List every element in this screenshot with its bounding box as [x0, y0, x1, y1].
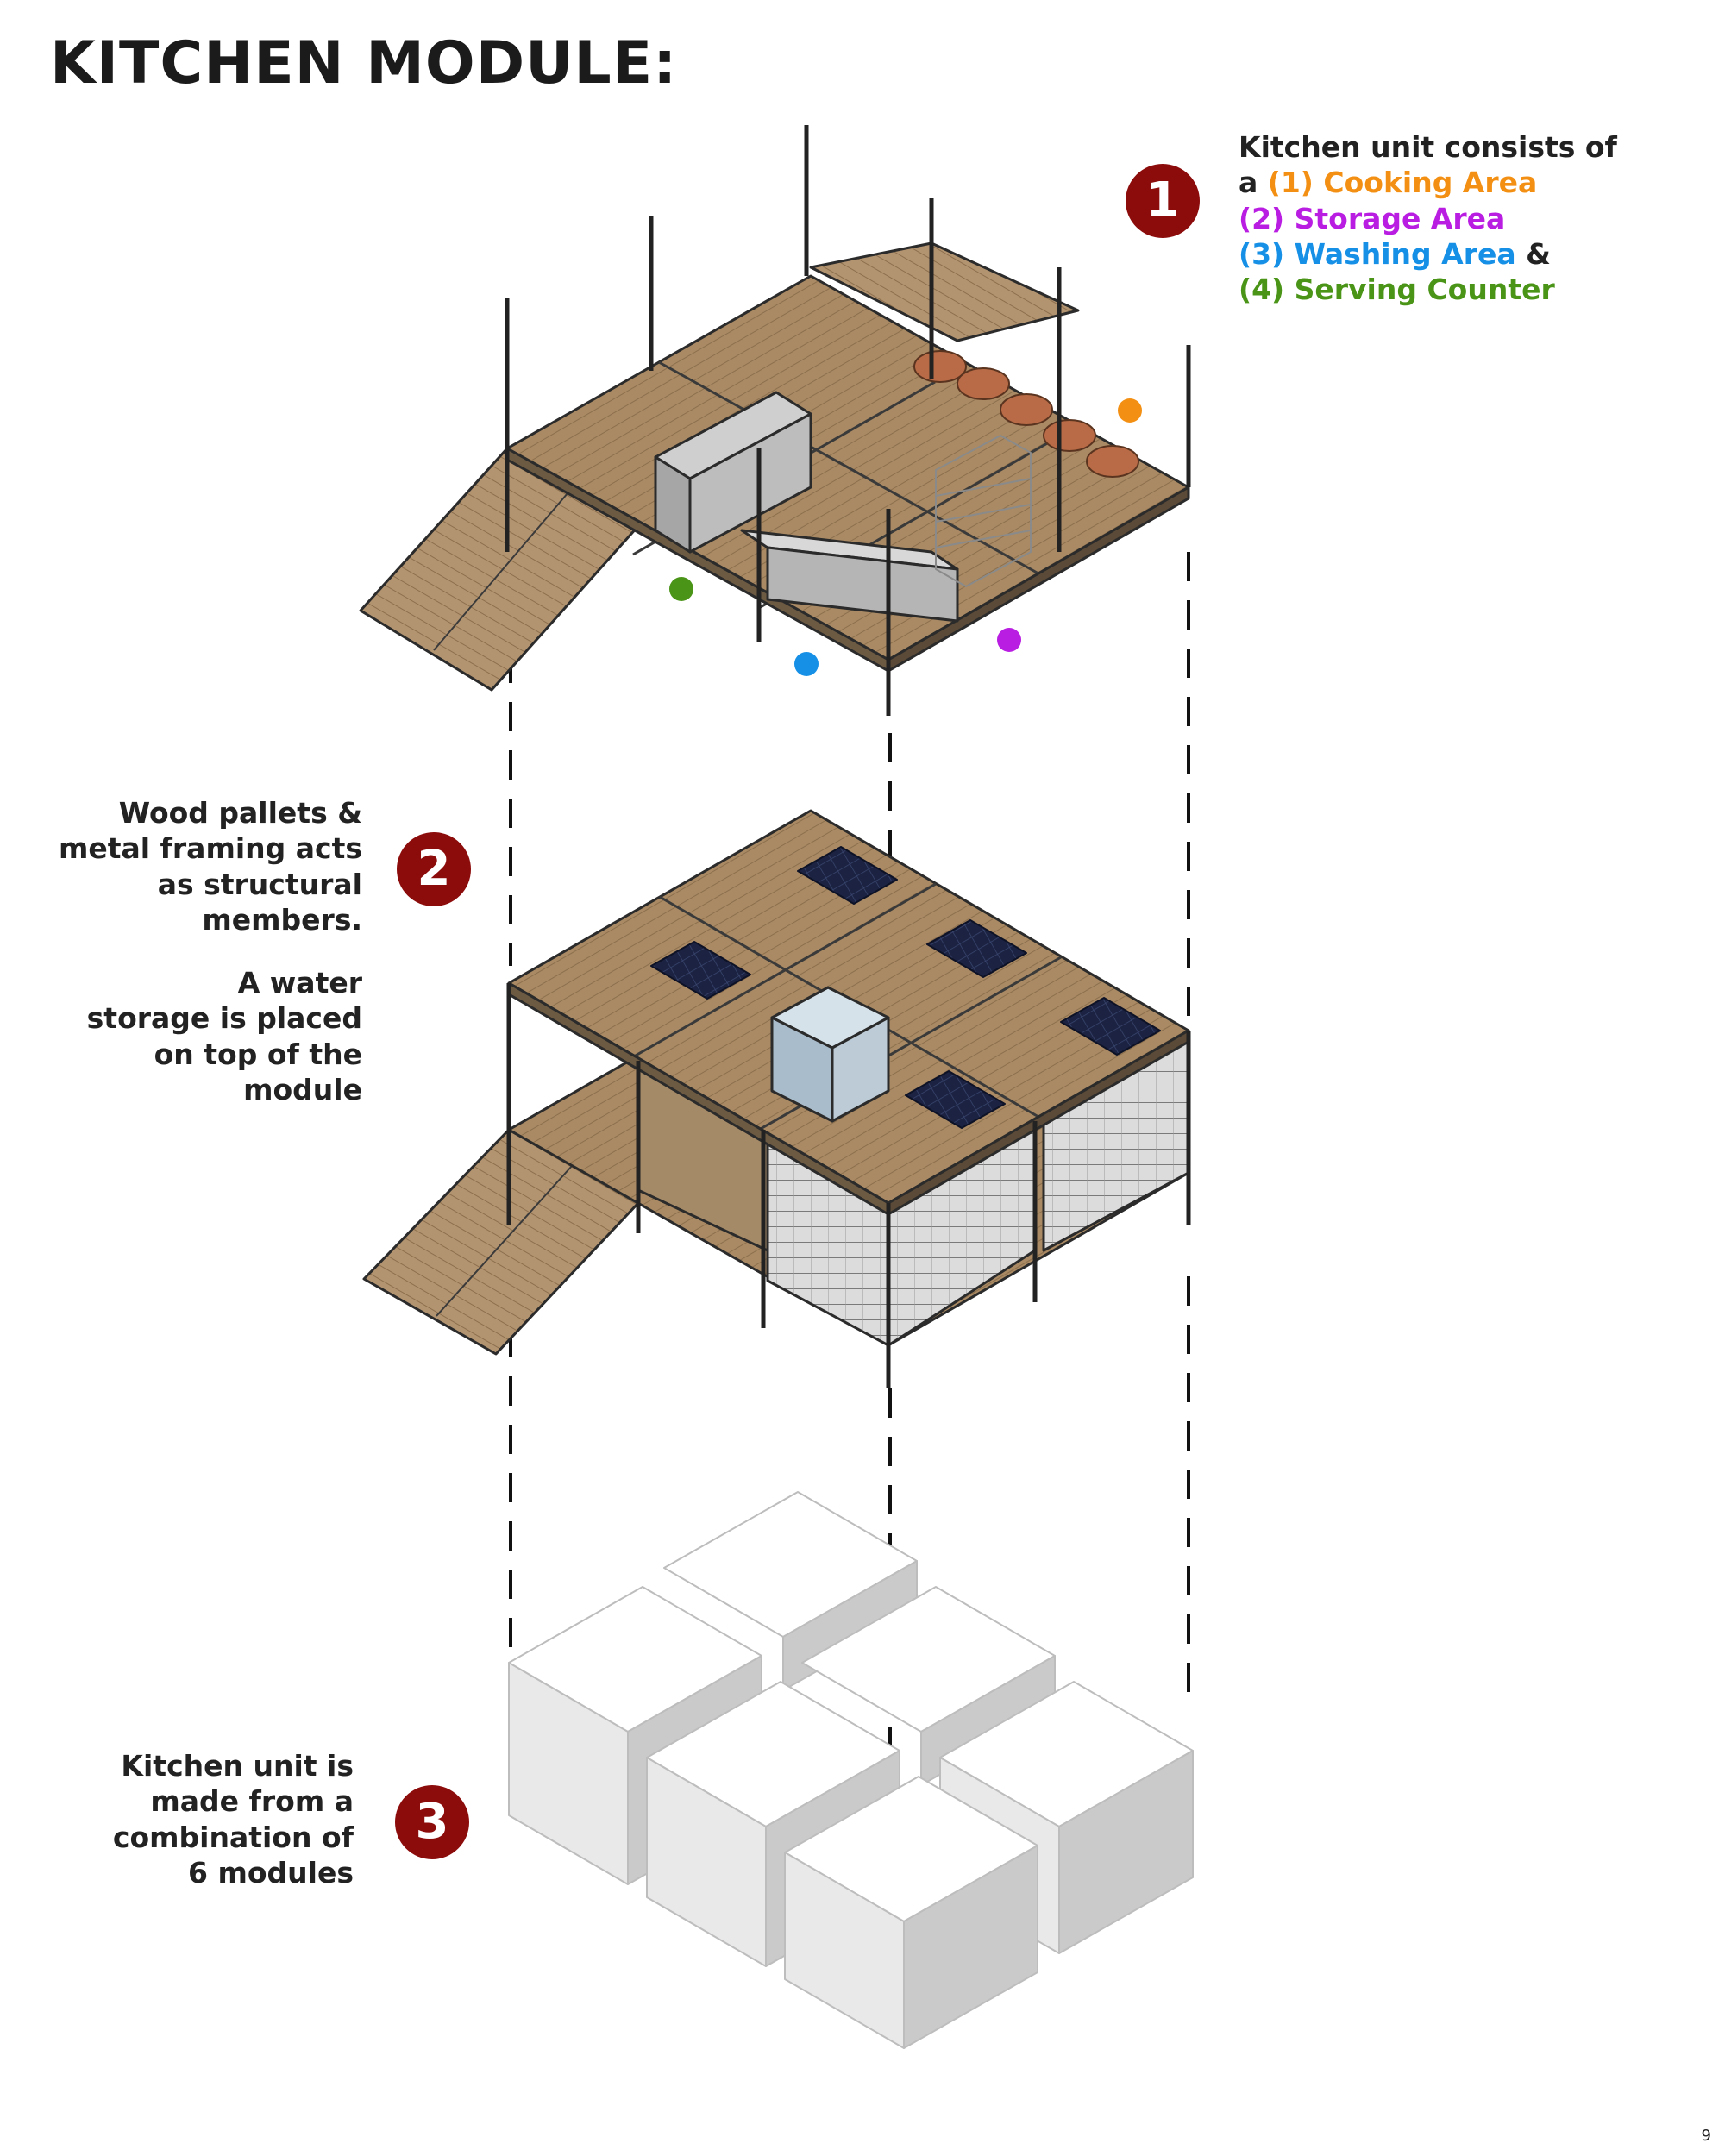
kitchen-unit-line: (4) Serving Counter	[1239, 272, 1617, 307]
modules-text-line: Kitchen unit is	[121, 1749, 354, 1783]
step-1-badge: 1	[1126, 164, 1200, 238]
modules-text-line: made from a	[150, 1784, 354, 1819]
modules-text-line: combination of	[112, 1820, 354, 1854]
step-2-badge: 2	[397, 832, 471, 906]
module-block	[646, 1681, 900, 1967]
washing-area-marker	[794, 652, 819, 676]
structure-text-line: on top of the	[154, 1037, 362, 1071]
structure-text-line: members.	[202, 902, 362, 937]
solar-panels	[650, 846, 1161, 1129]
structure-text-line: storage is placed	[86, 1001, 362, 1036]
storage-rack	[935, 435, 1032, 587]
kitchen-unit-line: (2) Storage Area	[1239, 201, 1617, 236]
cooking-stoves	[913, 350, 1139, 478]
six-module-blocks	[508, 1491, 1194, 2049]
kitchen-unit-text: &	[1515, 236, 1551, 271]
cooking-area-marker	[1118, 398, 1142, 423]
kitchen-unit-module	[359, 125, 1191, 716]
module-block	[784, 1776, 1038, 2049]
kitchen-unit-text: (4) Serving Counter	[1239, 273, 1555, 306]
kitchen-unit-text: (2) Storage Area	[1239, 201, 1506, 235]
structure-text-line: Wood pallets &	[118, 796, 362, 830]
kitchen-unit-text: Kitchen unit consists of	[1239, 130, 1617, 164]
kitchen-unit-line: a (1) Cooking Area	[1239, 165, 1617, 200]
metal-poles	[505, 125, 1191, 716]
structure-text-line: as structural	[157, 867, 362, 901]
structure-text-line: metal framing acts	[58, 831, 362, 866]
water-storage-tank	[770, 986, 890, 1123]
kitchen-unit-text: (1) Cooking Area	[1267, 166, 1538, 200]
kitchen-unit-text: a	[1239, 166, 1268, 200]
page-title: KITCHEN MODULE:	[50, 29, 678, 97]
structure-text-line: module	[243, 1072, 362, 1106]
page-number: 9	[1701, 2127, 1711, 2145]
modules-text-line: 6 modules	[188, 1855, 354, 1890]
kitchen-unit-text: (3) Washing Area	[1239, 236, 1516, 271]
structural-module	[362, 809, 1191, 1388]
kitchen-unit-line: Kitchen unit consists of	[1239, 129, 1617, 165]
storage-area-marker	[997, 628, 1021, 652]
serving-area-marker	[669, 577, 693, 601]
area-markers	[669, 398, 1142, 676]
step-3-badge: 3	[395, 1785, 469, 1859]
canopy-roof	[809, 241, 1080, 342]
structure-text-line: A water	[237, 966, 362, 1000]
kitchen-unit-line: (3) Washing Area &	[1239, 236, 1617, 272]
